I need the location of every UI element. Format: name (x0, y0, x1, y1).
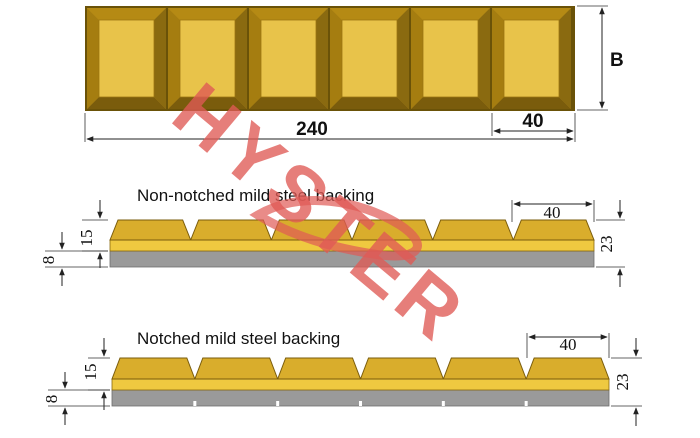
dim-label-nn-15: 15 (77, 230, 96, 247)
tile-bevel-bottom (249, 97, 328, 109)
backing-notch (441, 401, 445, 406)
tile-bevel-right (154, 8, 166, 109)
tile-bevel-left (249, 8, 261, 109)
dim-label-n-8: 8 (42, 395, 61, 404)
dim-label-nn-23: 23 (597, 236, 616, 253)
non-notched-view: Non-notched mild steel backing 40 23 15 … (39, 186, 625, 287)
backing-notch (359, 401, 362, 406)
tooth-2 (194, 357, 279, 380)
tile-bevel-left (87, 8, 99, 109)
dim-label-nn-8: 8 (39, 256, 58, 265)
tile-bevel-left (492, 8, 504, 109)
tile-bevel-top (249, 8, 328, 20)
notched-view: Notched mild steel backing 40 23 15 8 (42, 329, 642, 426)
tile-bevel-top (492, 8, 571, 20)
tile-bevel-right (559, 8, 571, 109)
notched-caption: Notched mild steel backing (137, 329, 340, 348)
tooth-6 (525, 357, 610, 380)
tile-bevel-left (330, 8, 342, 109)
dim-label-n-15: 15 (81, 364, 100, 381)
tile-bevel-bottom (330, 97, 409, 109)
top-tiles (87, 8, 571, 109)
notched-backing-notches (193, 401, 528, 406)
tile-bevel-top (168, 8, 247, 20)
tile-bevel-bottom (492, 97, 571, 109)
tile-face (179, 19, 236, 98)
tile-2 (168, 8, 247, 109)
tile-3 (249, 8, 328, 109)
dim-label-n-40: 40 (560, 335, 577, 354)
tile-1 (87, 8, 166, 109)
tile-5 (411, 8, 490, 109)
tooth-2 (189, 219, 273, 241)
tooth-1 (111, 357, 196, 380)
tile-bevel-top (330, 8, 409, 20)
tile-bevel-left (168, 8, 180, 109)
tooth-4 (359, 357, 445, 380)
tile-face (422, 19, 479, 98)
tile-bevel-left (411, 8, 423, 109)
dim-label-nn-40: 40 (544, 203, 561, 222)
tile-bevel-right (478, 8, 490, 109)
tile-bevel-right (235, 8, 247, 109)
dim-label-B: B (610, 50, 624, 71)
top-view: 240 40 B (84, 5, 624, 142)
tooth-6 (512, 219, 595, 241)
dim-label-40-top: 40 (522, 111, 543, 132)
backing-notch (276, 401, 280, 406)
tile-6 (492, 8, 571, 109)
tile-face (260, 19, 317, 98)
tile-4 (330, 8, 409, 109)
backing-notch (524, 401, 528, 406)
tile-face (503, 19, 560, 98)
tile-bevel-bottom (168, 97, 247, 109)
tile-bevel-right (397, 8, 409, 109)
tile-face (341, 19, 398, 98)
tile-bevel-bottom (87, 97, 166, 109)
dim-label-240: 240 (296, 119, 328, 140)
notched-teeth (111, 357, 610, 380)
tile-bevel-bottom (411, 97, 490, 109)
tooth-5 (442, 357, 527, 380)
watermark-swoosh (249, 196, 422, 261)
backing-notch (193, 401, 197, 406)
notched-base-strip (111, 378, 610, 391)
tooth-1 (109, 219, 192, 241)
tooth-3 (276, 357, 362, 380)
tile-bevel-right (316, 8, 328, 109)
tile-bevel-top (411, 8, 490, 20)
dim-label-n-23: 23 (613, 374, 632, 391)
tooth-5 (431, 219, 515, 241)
tile-bevel-top (87, 8, 166, 20)
tile-face (98, 19, 155, 98)
